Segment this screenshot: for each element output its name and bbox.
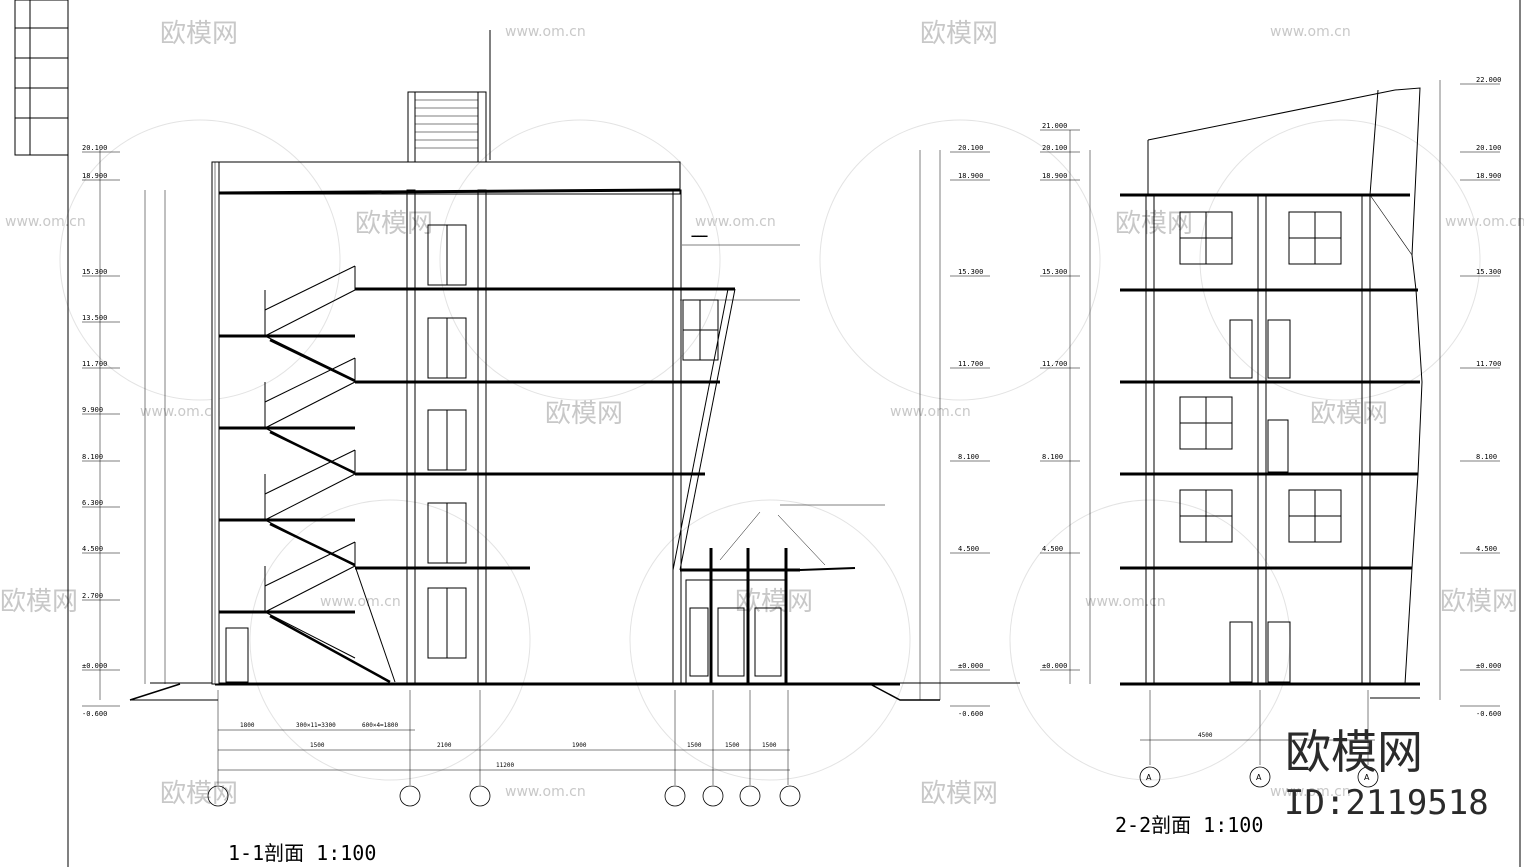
axis-bubble-label: A <box>1364 773 1370 782</box>
watermark-logo-text: 欧模网 <box>545 399 623 429</box>
level-label: 20.100 <box>958 144 983 152</box>
watermark-url-text: www.om.cn <box>505 24 586 40</box>
watermark-url-text: www.om.cn <box>5 214 86 230</box>
level-label: 11.700 <box>1042 360 1067 368</box>
brand-logo-text: 欧模网 <box>1285 725 1423 779</box>
level-label: 20.100 <box>82 144 107 152</box>
annotation-note: ───── <box>691 234 708 240</box>
dimension-label: 1800 <box>240 722 255 729</box>
watermark-url-text: www.om.cn <box>1270 784 1351 800</box>
section-2-2-title: 2-2剖面 1:100 <box>1115 813 1263 837</box>
watermark-url-text: www.om.cn <box>1445 214 1524 230</box>
watermark-logo-text: 欧模网 <box>1310 399 1388 429</box>
level-label: 18.900 <box>1476 172 1501 180</box>
level-label: 15.300 <box>1042 268 1067 276</box>
dimension-label: 1500 <box>310 742 325 749</box>
level-label: 21.000 <box>1042 122 1067 130</box>
watermark-url: www.om.cn www.om.cn www.om.cn www.om.cn … <box>5 24 1524 800</box>
watermark-logo: 欧模网 欧模网 欧模网 欧模网 欧模网 欧模网 欧模网 欧模网 欧模网 欧模网 … <box>0 19 1518 809</box>
level-label: 9.900 <box>82 406 103 414</box>
watermark-url-text: www.om.cn <box>890 404 971 420</box>
level-label: ±0.000 <box>958 662 983 670</box>
watermark-url-text: www.om.cn <box>140 404 221 420</box>
level-label: 8.100 <box>82 453 103 461</box>
watermark-url-text: www.om.cn <box>505 784 586 800</box>
dimension-label: 2100 <box>437 742 452 749</box>
level-label: 8.100 <box>958 453 979 461</box>
sheet-border <box>14 0 1521 867</box>
watermark-logo-text: 欧模网 <box>1440 587 1518 617</box>
level-label: 2.700 <box>82 592 103 600</box>
level-label: 11.700 <box>82 360 107 368</box>
level-label: 15.300 <box>82 268 107 276</box>
level-label: 11.700 <box>958 360 983 368</box>
section-2-2-levels-right: 22.000 20.100 18.900 15.300 11.700 8.100… <box>1476 76 1501 718</box>
level-label: -0.600 <box>1476 710 1501 718</box>
brand-id: ID:2119518 <box>1284 783 1489 823</box>
section-1-1-drawing: ───── <box>82 30 1020 807</box>
section-1-1-levels-right: 20.100 18.900 15.300 11.700 8.100 4.500 … <box>958 144 983 718</box>
level-label: ±0.000 <box>1042 662 1067 670</box>
level-label: 8.100 <box>1476 453 1497 461</box>
watermark-logo-text: 欧模网 <box>160 19 238 49</box>
level-label: 18.900 <box>82 172 107 180</box>
level-label: 4.500 <box>958 545 979 553</box>
level-label: 11.700 <box>1476 360 1501 368</box>
section-2-2-drawing <box>1040 80 1500 788</box>
level-label: 18.900 <box>1042 172 1067 180</box>
watermark-logo-text: 欧模网 <box>160 779 238 809</box>
axis-bubble-label: A <box>1146 773 1152 782</box>
section-2-2-levels-left: 21.000 20.100 18.900 15.300 11.700 8.100… <box>1042 122 1067 670</box>
level-label: 8.100 <box>1042 453 1063 461</box>
level-label: 6.300 <box>82 499 103 507</box>
level-label: 4.500 <box>1042 545 1063 553</box>
dimension-label: 300×11=3300 <box>296 722 336 729</box>
section-1-1-title: 1-1剖面 1:100 <box>228 841 376 865</box>
dimension-label: 1500 <box>725 742 740 749</box>
section-2-2-axis: A A A 4500 <box>1146 732 1370 782</box>
axis-bubble-label: A <box>1256 773 1262 782</box>
level-label: 15.300 <box>1476 268 1501 276</box>
level-label: 15.300 <box>958 268 983 276</box>
level-label: 13.500 <box>82 314 107 322</box>
watermark-circles <box>59 119 1481 781</box>
level-label: -0.600 <box>958 710 983 718</box>
watermark-url-text: www.om.cn <box>695 214 776 230</box>
dimension-label: 1500 <box>762 742 777 749</box>
level-label: -0.600 <box>82 710 107 718</box>
watermark-logo-text: 欧模网 <box>920 779 998 809</box>
watermark-layer: 欧模网 欧模网 欧模网 欧模网 欧模网 欧模网 欧模网 欧模网 欧模网 欧模网 … <box>0 19 1524 809</box>
section-1-1-levels-left: 20.100 18.900 15.300 13.500 11.700 9.900… <box>82 144 107 718</box>
watermark-url-text: www.om.cn <box>320 594 401 610</box>
dimension-label: 600×4=1800 <box>362 722 399 729</box>
level-label: 20.100 <box>1042 144 1067 152</box>
dimension-label: 1500 <box>687 742 702 749</box>
dimension-label: 11200 <box>496 762 514 769</box>
level-label: ±0.000 <box>82 662 107 670</box>
dimension-label: 1900 <box>572 742 587 749</box>
level-label: ±0.000 <box>1476 662 1501 670</box>
level-label: 4.500 <box>82 545 103 553</box>
dimension-label: 4500 <box>1198 732 1213 739</box>
level-label: 20.100 <box>1476 144 1501 152</box>
watermark-url-text: www.om.cn <box>1270 24 1351 40</box>
watermark-logo-text: 欧模网 <box>355 209 433 239</box>
section-1-1-dimensions: 1800 300×11=3300 600×4=1800 1500 2100 19… <box>240 722 777 769</box>
level-label: 22.000 <box>1476 76 1501 84</box>
watermark-logo-text: 欧模网 <box>920 19 998 49</box>
level-label: 4.500 <box>1476 545 1497 553</box>
level-label: 18.900 <box>958 172 983 180</box>
watermark-logo-text: 欧模网 <box>0 587 78 617</box>
